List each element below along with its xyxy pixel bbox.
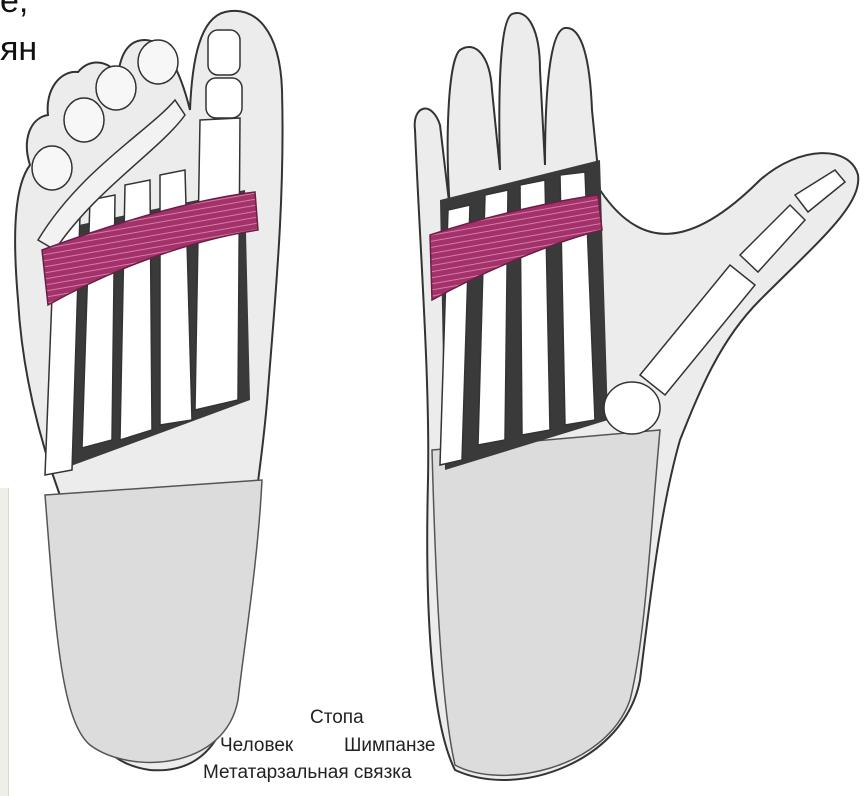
caption-metatarsal-ligament: Метатарзальная связка (203, 762, 412, 784)
chimp-heel (432, 430, 660, 775)
chimpanzee-foot (415, 13, 859, 780)
human-heel (45, 480, 262, 762)
caption-chimpanzee: Шимпанзе (344, 735, 436, 757)
human-foot (15, 11, 282, 770)
caption-foot: Стопа (310, 707, 364, 729)
caption-human: Человек (220, 735, 293, 757)
